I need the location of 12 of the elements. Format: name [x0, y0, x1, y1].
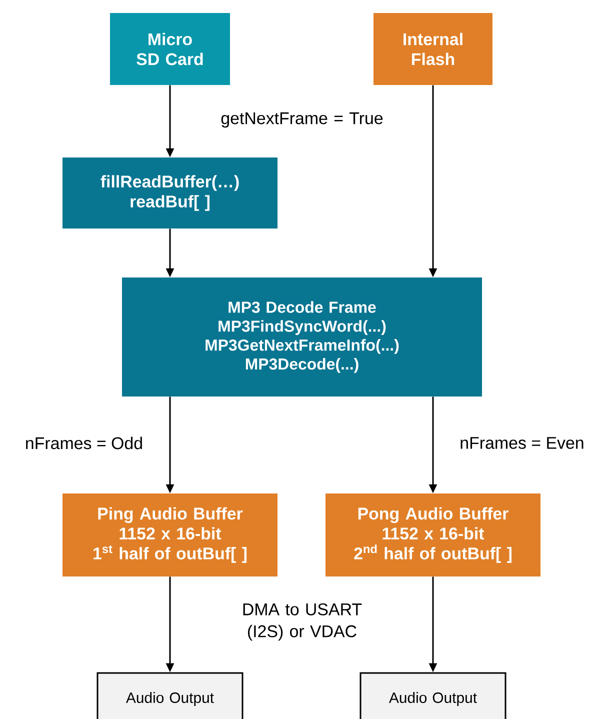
source-box: Micro SD Card	[110, 13, 230, 85]
annotation: DMA to USART (I2S) or VDAC	[243, 603, 362, 641]
source-box: Internal Flash	[374, 13, 492, 85]
process-box: fillReadBuffer(…) readBuf[ ]	[62, 158, 278, 228]
process-box: MP3 Decode Frame MP3FindSyncWord(...) MP3GetNextFrameInfo(...) MP3Decode(...)	[122, 278, 482, 396]
output-box: Audio Output	[96, 672, 244, 719]
edge-label: nFrames = Even	[458, 436, 586, 450]
edge-label: nFrames = Odd	[24, 436, 144, 450]
output-box: Audio Output	[360, 672, 506, 719]
buffer-box: Pong Audio Buffer 1152 x 16-bit 2$^{nd}$ half of outBuf[ ]	[326, 494, 540, 576]
annotation: getNextFrame = True	[221, 112, 383, 128]
buffer-box: Ping Audio Buffer 1152 x 16-bit 1$^{st}$ half of outBuf[ ]	[62, 494, 278, 576]
